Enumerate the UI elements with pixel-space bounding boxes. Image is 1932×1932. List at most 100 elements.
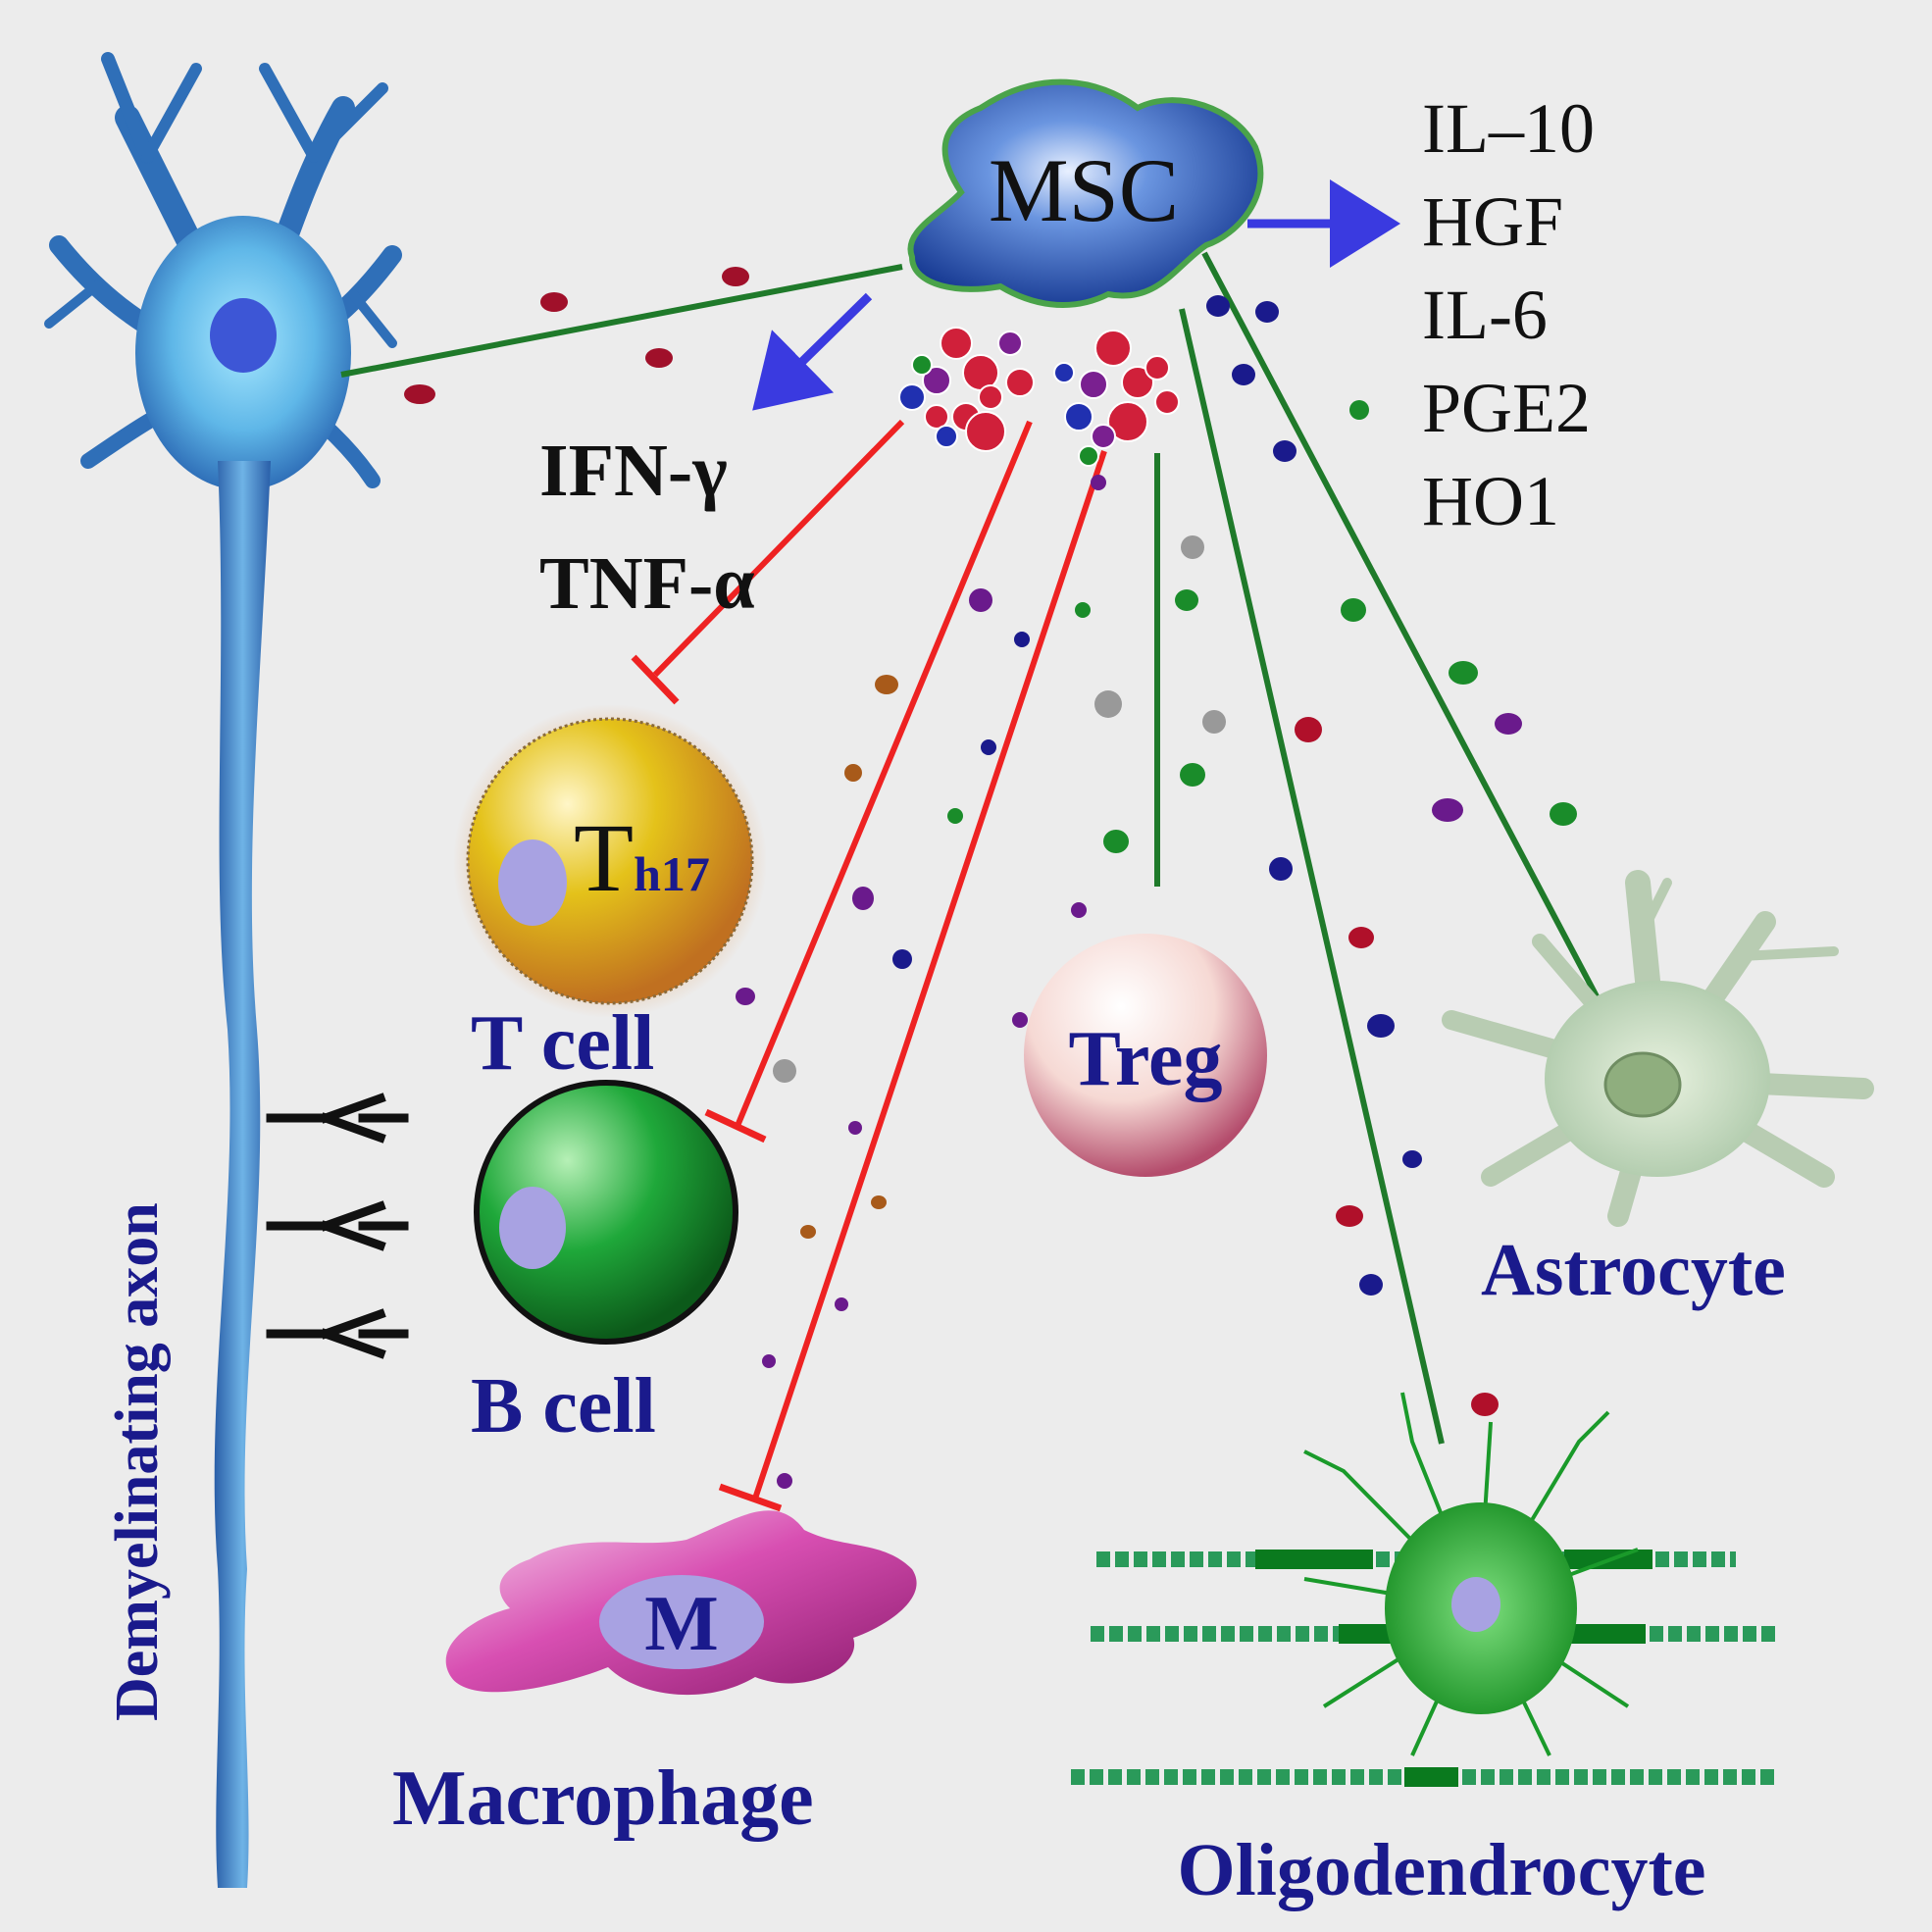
molecule-dot <box>844 764 862 782</box>
antibody-icon <box>358 1113 409 1339</box>
msc-to-macrophage-inhibit <box>752 450 1107 1500</box>
vesicle <box>997 330 1023 356</box>
b-cell-label: B cell <box>471 1363 656 1449</box>
molecule-dot <box>645 348 673 368</box>
msc-to-astro-line <box>1201 251 1600 998</box>
vesicle <box>1079 370 1108 399</box>
molecule-dot <box>736 988 755 1005</box>
molecule-dot <box>800 1225 816 1239</box>
axon <box>214 461 271 1888</box>
antibody-icon <box>266 1308 386 1359</box>
molecule-dot <box>1180 763 1205 787</box>
factor-il6: IL-6 <box>1422 276 1548 354</box>
pro-inflammatory-list: IFN-γ TNF-α <box>539 430 755 625</box>
molecule-dot <box>1471 1393 1499 1416</box>
t-cell-label: T cell <box>471 1000 654 1087</box>
molecule-dot <box>835 1297 848 1311</box>
molecule-dot <box>1103 830 1129 853</box>
molecule-dot <box>1255 301 1279 323</box>
molecule-dot <box>1094 690 1122 718</box>
msc-body <box>907 78 1264 308</box>
molecule-dot <box>1175 589 1198 611</box>
molecule-dot <box>1359 1274 1383 1296</box>
msc-to-th17-inhibit <box>652 419 905 678</box>
molecule-dot <box>1495 713 1522 735</box>
molecule-dot <box>777 1473 792 1489</box>
th17-cell: Th17 T cell <box>453 704 767 1087</box>
astrocyte: Astrocyte <box>1442 870 1874 1311</box>
vesicle <box>1154 389 1180 415</box>
molecules <box>404 267 1577 1489</box>
macrophage-inhibit-bar <box>718 1483 783 1512</box>
molecule-dot <box>1232 364 1255 385</box>
factor-il10: IL–10 <box>1422 89 1595 168</box>
factor-pge2: PGE2 <box>1422 369 1591 447</box>
msc-to-neuron-line <box>340 264 903 378</box>
oligodendrocyte: Oligodendrocyte <box>1071 1392 1775 1911</box>
msc-to-bcell-inhibit <box>735 420 1033 1128</box>
b-cell-body <box>474 1080 738 1345</box>
molecule-dot <box>1348 927 1374 948</box>
molecule-dot <box>848 1121 862 1135</box>
vesicle <box>1078 445 1099 467</box>
molecule-dot <box>875 675 898 694</box>
molecule-dot <box>1336 1205 1363 1227</box>
b-cell-nucleus <box>499 1187 566 1269</box>
th17-nucleus <box>498 839 567 926</box>
vesicle <box>965 411 1006 452</box>
vesicle <box>1005 368 1035 397</box>
molecule-dot <box>404 384 435 404</box>
vesicle <box>1094 330 1132 367</box>
molecule-dot <box>1269 857 1293 881</box>
vesicle <box>922 366 951 395</box>
msc-label: MSC <box>989 140 1179 240</box>
factor-hgf: HGF <box>1422 182 1563 261</box>
th17-body <box>466 717 754 1005</box>
treg-cell: Treg <box>1024 934 1267 1177</box>
molecule-dot <box>1071 902 1087 918</box>
molecule-dot <box>540 292 568 312</box>
bcell-inhibit-bar <box>704 1108 767 1144</box>
treg-label: Treg <box>1069 1016 1223 1102</box>
th17-label-sub: h17 <box>634 846 710 901</box>
molecule-dot <box>969 588 992 612</box>
molecule-dot <box>1402 1150 1422 1168</box>
molecule-dot <box>1202 710 1226 734</box>
msc-to-oligo-line <box>1179 308 1445 1445</box>
vesicle <box>935 425 958 448</box>
vesicle <box>911 354 933 376</box>
molecule-dot <box>1349 400 1369 420</box>
th17-label: Th17 <box>574 803 710 912</box>
msc-cell: MSC <box>907 78 1264 308</box>
th17-label-main: T <box>574 803 634 912</box>
molecule-dots <box>404 267 1577 1489</box>
molecule-dot <box>1075 602 1091 618</box>
vesicle <box>940 327 973 360</box>
molecule-dot <box>1432 798 1463 822</box>
molecule-dot <box>1181 535 1204 559</box>
treg-body <box>1024 934 1267 1177</box>
vesicle <box>898 383 926 411</box>
molecule-dot <box>1273 440 1296 462</box>
molecule-dot <box>1341 598 1366 622</box>
neuron: Demyelinating axon <box>44 52 402 1888</box>
vesicle <box>978 384 1003 410</box>
vesicle <box>1144 355 1170 381</box>
vesicle <box>1107 401 1148 442</box>
cytokine-arrow <box>752 292 873 411</box>
oligodendrocyte-label: Oligodendrocyte <box>1177 1829 1705 1911</box>
cytokine-tnf-alpha: TNF-α <box>539 542 755 625</box>
molecule-dot <box>981 739 996 755</box>
antibody-icon <box>266 1093 386 1144</box>
vesicle <box>1121 366 1154 399</box>
cytokine-ifn-gamma: IFN-γ <box>539 430 728 512</box>
vesicle <box>1064 402 1093 432</box>
molecule-dot <box>852 887 874 910</box>
vesicle <box>1091 424 1116 449</box>
oligodendrocyte-nucleus <box>1451 1577 1500 1632</box>
neuron-nucleus <box>210 298 277 373</box>
molecule-dot <box>1012 1012 1028 1028</box>
th17-inhibit-bar <box>631 654 680 705</box>
